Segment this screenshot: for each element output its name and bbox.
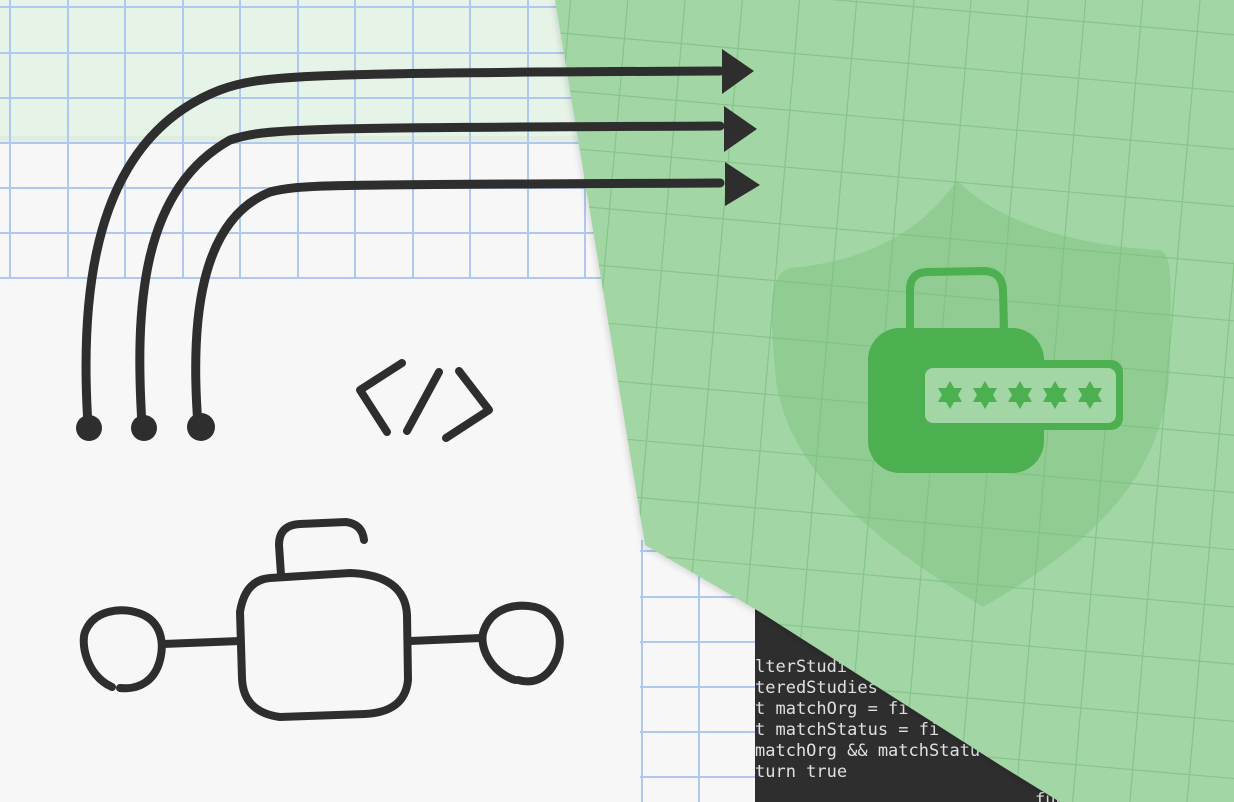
code-line: teredStudies	[755, 678, 878, 698]
code-line: t matchStatus = fi	[755, 720, 940, 740]
password-mask-stars	[938, 381, 1102, 409]
padlock-password-icon	[868, 266, 1123, 473]
code-line: turn true	[755, 762, 848, 782]
code-line: t matchOrg = fi	[755, 699, 909, 719]
unlocked-padlock-network-icon	[79, 517, 564, 722]
code-brackets-icon	[356, 359, 493, 442]
code-line: lterStudi	[755, 657, 848, 677]
code-line: matchOrg && matchStatu	[755, 741, 981, 761]
three-curved-arrows-icon	[81, 66, 725, 430]
